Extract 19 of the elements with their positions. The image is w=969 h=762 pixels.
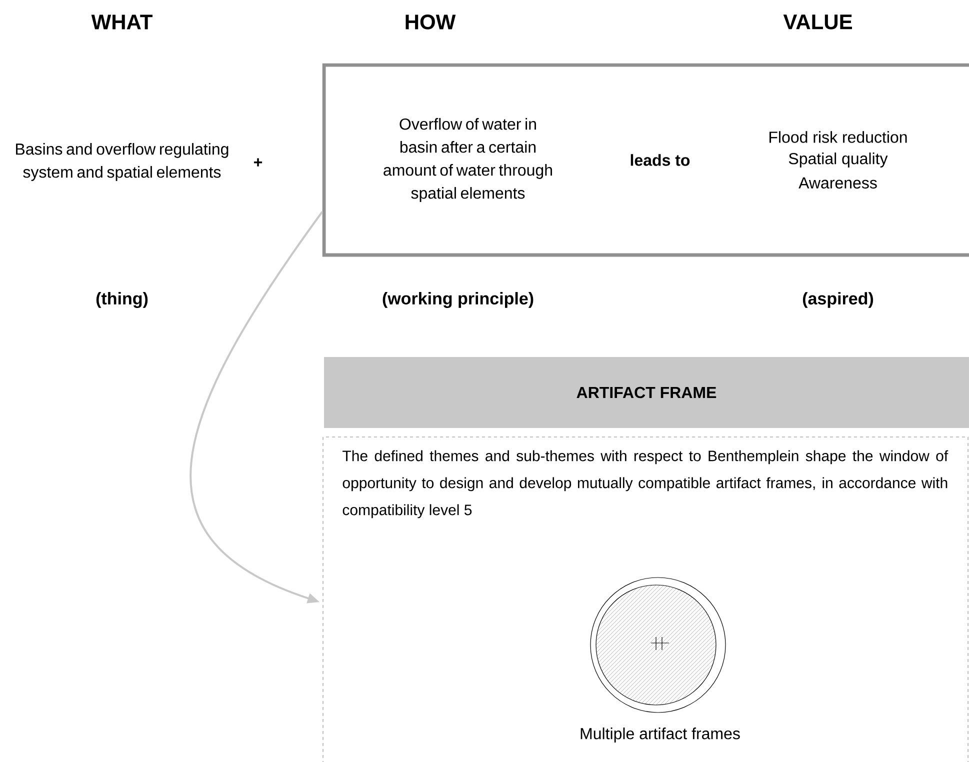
column-heading: WHAT (91, 14, 152, 30)
column-heading: VALUE (783, 14, 852, 30)
category-label: (aspired) (802, 292, 874, 308)
value-item: Spatial quality (788, 152, 888, 168)
description-text: Overflow of water in basin after a certain amount of water through spatial elements (384, 118, 552, 202)
category-label: (thing) (96, 292, 148, 308)
description-text: Basins and overflow regulating system and spatial elements (16, 143, 228, 181)
frame-panel (322, 436, 968, 762)
description-text: The defined themes and sub-themes with respect to Benthemplein shape the window of opportunity to design and develop mutually compatible artifact frames, in accordance with compatibility level 5 (342, 450, 948, 518)
connector-label: leads to (630, 154, 690, 166)
principle-box (322, 63, 969, 257)
curved-arrow (190, 211, 324, 604)
value-item: Awareness (798, 177, 877, 189)
plus-sign: + (254, 158, 262, 166)
column-heading: HOW (406, 14, 456, 30)
header-band: ARTIFACT FRAME (324, 357, 969, 428)
category-label: (working principle) (382, 292, 534, 308)
frame-label: Multiple artifact frames (580, 728, 740, 742)
value-item: Flood risk reduction (770, 131, 907, 143)
